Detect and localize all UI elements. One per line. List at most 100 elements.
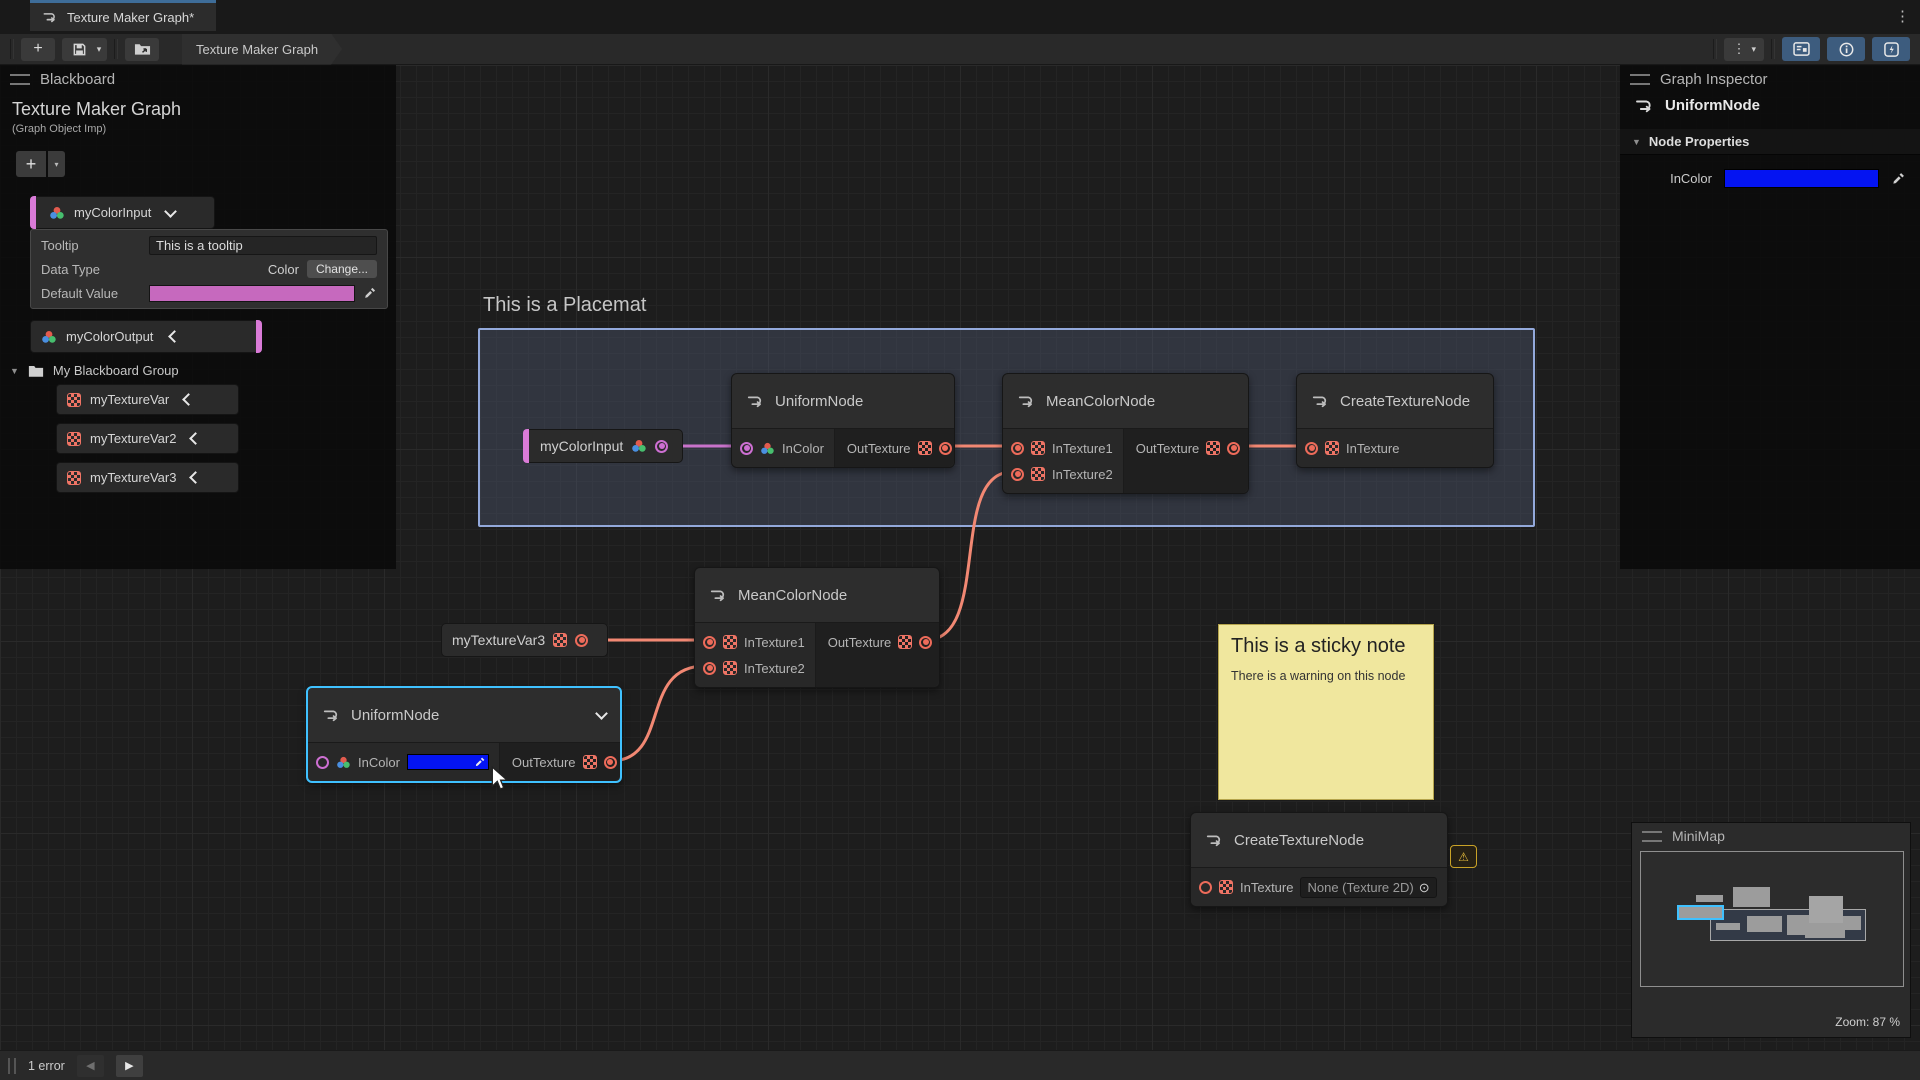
foldout-triangle-icon[interactable]: ▼ bbox=[1632, 137, 1641, 147]
drag-handle-icon[interactable] bbox=[1630, 74, 1650, 85]
minimap-panel[interactable]: MiniMap Zoom: 87 % bbox=[1631, 822, 1911, 1038]
chevron-down-icon[interactable] bbox=[164, 205, 177, 218]
eyedropper-icon[interactable] bbox=[474, 756, 486, 768]
minimap-header[interactable]: MiniMap bbox=[1632, 823, 1910, 849]
input-port[interactable] bbox=[1305, 442, 1318, 455]
sticky-note[interactable]: This is a sticky note There is a warning… bbox=[1218, 624, 1434, 800]
add-field-dropdown-button[interactable]: ▾ bbox=[48, 151, 65, 177]
chevron-left-icon[interactable] bbox=[190, 471, 203, 484]
chevron-down-icon[interactable] bbox=[595, 707, 608, 720]
new-asset-button[interactable]: + bbox=[21, 38, 55, 61]
minimap-node bbox=[1805, 923, 1845, 938]
caret-down-icon: ▾ bbox=[54, 160, 58, 169]
chevron-left-icon[interactable] bbox=[190, 432, 203, 445]
blackboard-toggle-button[interactable] bbox=[1782, 37, 1820, 61]
output-port[interactable] bbox=[575, 634, 588, 647]
add-field-button[interactable]: + bbox=[16, 151, 46, 177]
input-port[interactable] bbox=[703, 636, 716, 649]
warning-badge[interactable]: ⚠ bbox=[1450, 845, 1477, 868]
incolor-color-field[interactable] bbox=[1724, 169, 1879, 188]
previous-error-button[interactable]: ◀ bbox=[77, 1055, 104, 1077]
options-button[interactable]: ⋮ ▾ bbox=[1724, 38, 1764, 61]
breadcrumb[interactable]: Texture Maker Graph bbox=[182, 34, 342, 65]
output-port[interactable] bbox=[939, 442, 952, 455]
texture-object-field[interactable]: None (Texture 2D) ⊙ bbox=[1300, 877, 1436, 898]
chevron-left-icon[interactable] bbox=[169, 330, 182, 343]
datatype-value: Color bbox=[149, 262, 299, 277]
color-type-bar bbox=[30, 196, 36, 229]
inspector-toggle-button[interactable] bbox=[1827, 37, 1865, 61]
input-port[interactable] bbox=[1199, 881, 1212, 894]
field-mycoloroutput[interactable]: myColorOutput bbox=[30, 320, 262, 353]
node-createtexturenode-warning[interactable]: CreateTextureNode InTexture None (Textur… bbox=[1190, 812, 1448, 907]
change-type-button[interactable]: Change... bbox=[307, 260, 377, 278]
node-title: CreateTextureNode bbox=[1234, 832, 1364, 849]
blackboard-toggle-icon bbox=[1793, 42, 1810, 56]
node-icon bbox=[1205, 832, 1225, 848]
input-port[interactable] bbox=[703, 662, 716, 675]
placemat-title[interactable]: This is a Placemat bbox=[483, 294, 646, 317]
inspector-header[interactable]: Graph Inspector bbox=[1620, 65, 1920, 93]
node-meancolornode[interactable]: MeanColorNode InTexture1 InTexture2 OutT… bbox=[694, 567, 940, 688]
minimap-toggle-icon bbox=[1884, 42, 1899, 57]
texture-icon bbox=[583, 755, 597, 769]
port-label: OutTexture bbox=[828, 635, 892, 650]
toolbar: + ▾ Texture Maker Graph ⋮ bbox=[0, 34, 1920, 65]
save-dropdown-button[interactable]: ▾ bbox=[91, 38, 107, 61]
inspector-node-title: UniformNode bbox=[1665, 97, 1760, 114]
node-title-bar[interactable]: MeanColorNode bbox=[695, 568, 939, 622]
node-title-bar[interactable]: UniformNode bbox=[308, 688, 620, 742]
open-asset-button[interactable] bbox=[125, 38, 159, 61]
field-mytexturevar3[interactable]: myTextureVar3 bbox=[56, 462, 239, 493]
minimap-toggle-button[interactable] bbox=[1872, 37, 1910, 61]
minimap-viewport[interactable] bbox=[1640, 851, 1904, 987]
node-createtexturenode[interactable]: CreateTextureNode InTexture bbox=[1296, 373, 1494, 468]
toolbar-separator bbox=[10, 39, 14, 59]
tab-bar-menu-icon[interactable]: ⋮ bbox=[1895, 7, 1910, 25]
texture-icon bbox=[1325, 441, 1339, 455]
field-mytexturevar[interactable]: myTextureVar bbox=[56, 384, 239, 415]
input-port[interactable] bbox=[316, 756, 329, 769]
output-port[interactable] bbox=[1227, 442, 1240, 455]
node-title-bar[interactable]: MeanColorNode bbox=[1003, 374, 1248, 428]
drag-handle-icon[interactable] bbox=[10, 74, 30, 85]
output-port[interactable] bbox=[655, 440, 668, 453]
next-error-button[interactable]: ▶ bbox=[116, 1055, 143, 1077]
node-meancolornode[interactable]: MeanColorNode InTexture1 InTexture2 OutT… bbox=[1002, 373, 1249, 494]
default-color-swatch[interactable] bbox=[149, 285, 355, 302]
blackboard-header[interactable]: Blackboard bbox=[0, 65, 396, 93]
incolor-color-field[interactable] bbox=[407, 754, 489, 770]
folder-icon bbox=[28, 364, 44, 377]
drag-handle-icon[interactable] bbox=[1642, 831, 1662, 842]
toolbar-separator bbox=[114, 39, 118, 59]
token-mycolorinput[interactable]: myColorInput bbox=[523, 429, 683, 463]
tooltip-input[interactable]: This is a tooltip bbox=[149, 236, 377, 255]
node-title: UniformNode bbox=[351, 707, 439, 724]
input-port[interactable] bbox=[1011, 442, 1024, 455]
caret-down-icon: ▾ bbox=[1751, 44, 1756, 55]
status-bar: 1 error ◀ ▶ bbox=[0, 1050, 1920, 1080]
token-mytexturevar3[interactable]: myTextureVar3 bbox=[441, 623, 608, 657]
output-port[interactable] bbox=[604, 756, 617, 769]
eyedropper-icon[interactable] bbox=[363, 286, 377, 300]
field-mytexturevar2[interactable]: myTextureVar2 bbox=[56, 423, 239, 454]
input-port[interactable] bbox=[1011, 468, 1024, 481]
eyedropper-icon[interactable] bbox=[1891, 171, 1906, 186]
color-icon bbox=[631, 439, 647, 453]
port-label: InTexture1 bbox=[744, 635, 805, 650]
foldout-triangle-icon[interactable]: ▼ bbox=[10, 366, 19, 376]
node-title-bar[interactable]: CreateTextureNode bbox=[1297, 374, 1493, 428]
node-uniformnode-selected[interactable]: UniformNode InColor bbox=[306, 686, 622, 783]
blackboard-group[interactable]: ▼ My Blackboard Group bbox=[10, 363, 179, 378]
node-uniformnode[interactable]: UniformNode InColor OutTexture bbox=[731, 373, 955, 468]
object-picker-icon[interactable]: ⊙ bbox=[1419, 881, 1430, 894]
node-title-bar[interactable]: CreateTextureNode bbox=[1191, 813, 1447, 867]
node-properties-section[interactable]: ▼ Node Properties bbox=[1620, 129, 1920, 155]
node-title-bar[interactable]: UniformNode bbox=[732, 374, 954, 428]
output-port[interactable] bbox=[919, 636, 932, 649]
chevron-left-icon[interactable] bbox=[182, 393, 195, 406]
tab-texture-maker-graph[interactable]: Texture Maker Graph* bbox=[30, 0, 216, 31]
breadcrumb-label: Texture Maker Graph bbox=[196, 42, 318, 57]
field-mycolorinput[interactable]: myColorInput bbox=[30, 196, 215, 229]
input-port[interactable] bbox=[740, 442, 753, 455]
